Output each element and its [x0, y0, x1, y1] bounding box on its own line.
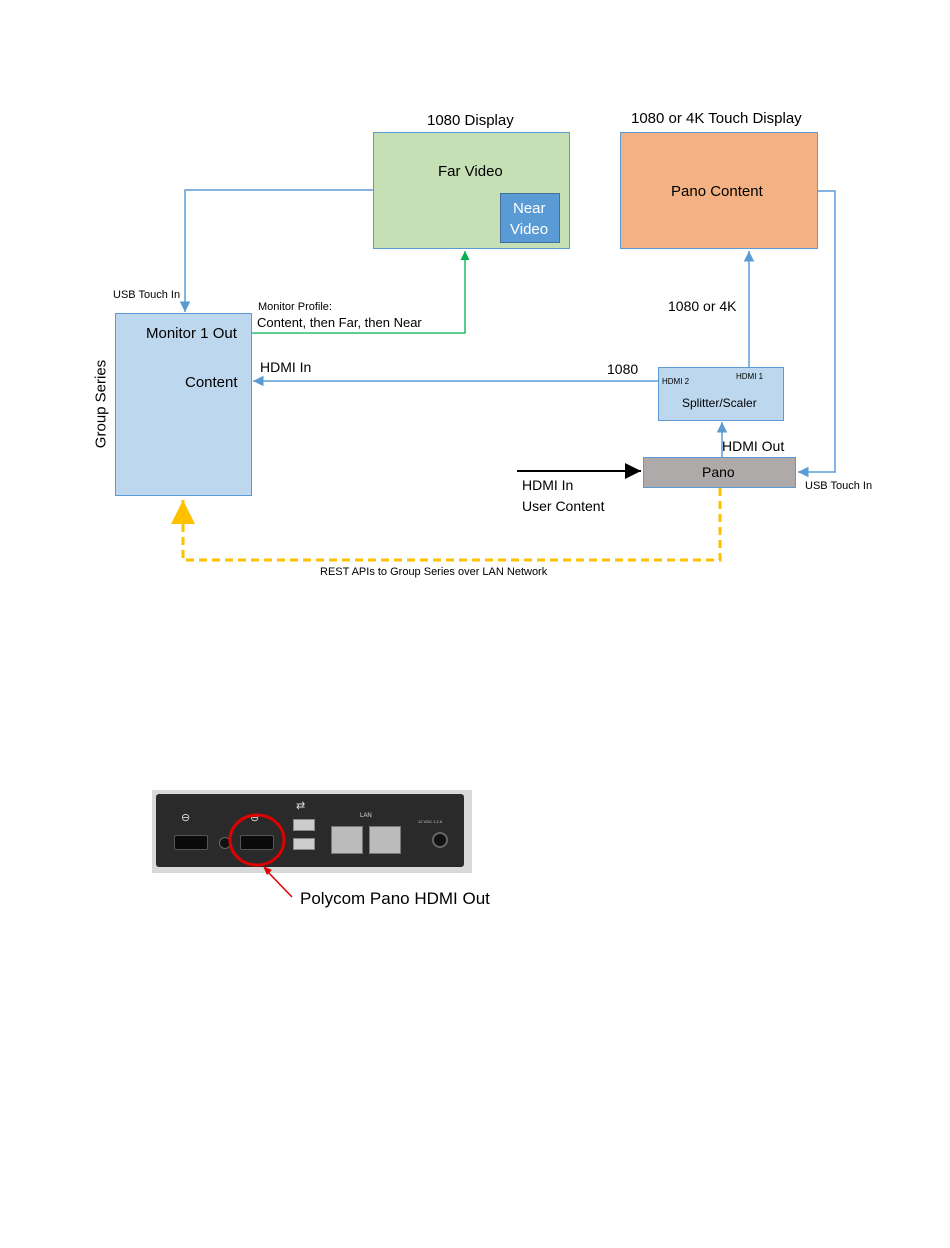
near-video-inset: Near Video: [500, 193, 560, 243]
usb-touch-in-left-label: USB Touch In: [113, 289, 181, 301]
callout-arrowhead: [263, 866, 272, 875]
splitter-label: Splitter/Scaler: [682, 396, 757, 410]
power-port: [432, 832, 448, 848]
hdmi-in-icon: ⊖: [181, 812, 191, 824]
hdmi1-port-label: HDMI 1: [736, 372, 764, 381]
monitor-profile-title: Monitor Profile:: [258, 301, 332, 313]
hdmi-out-icon: ⊖: [250, 812, 260, 824]
pano-hdmi-out-callout-label: Polycom Pano HDMI Out: [300, 889, 490, 908]
pano-label: Pano: [702, 464, 735, 480]
usb-touch-left-connector: [179, 189, 373, 312]
lan-port-1: [331, 826, 363, 854]
panel-body: LAN 12 VDC 1.2 A ⊖ ⊖ ⇄: [156, 794, 464, 867]
usb-port-2: [293, 838, 315, 850]
pano-content-display: Pano Content: [620, 132, 818, 249]
monitor-out-connector: [252, 251, 470, 334]
near-video-label-line1: Near: [513, 200, 546, 217]
pano-box: Pano: [643, 457, 796, 488]
hdmi-in-label: HDMI In: [260, 359, 312, 375]
far-video-label: Far Video: [438, 163, 503, 180]
usb-port-1: [293, 819, 315, 831]
lan-label: LAN: [360, 813, 372, 819]
group-series-box: Monitor 1 Out Content: [115, 313, 252, 496]
monitor-1-out-label: Monitor 1 Out: [146, 325, 237, 342]
res-1080-4k-label: 1080 or 4K: [668, 298, 737, 314]
usb-touch-right-connector: [798, 190, 836, 478]
hdmi-in-port: [174, 835, 208, 850]
display1-title: 1080 Display: [427, 112, 514, 129]
usb-icon: ⇄: [296, 800, 306, 812]
hdmi2-port-label: HDMI 2: [662, 377, 690, 386]
splitter-scaler-box: HDMI 2 HDMI 1 Splitter/Scaler: [658, 367, 784, 421]
user-content-label-line1: HDMI In: [522, 477, 574, 493]
power-rating-label: 12 VDC 1.2 A: [418, 819, 443, 824]
hdmi-out-callout-circle: [228, 813, 286, 867]
pano-content-label: Pano Content: [671, 183, 763, 200]
res-1080-label: 1080: [607, 361, 639, 377]
monitor-profile-value: Content, then Far, then Near: [257, 315, 422, 330]
pano-back-panel-photo: LAN 12 VDC 1.2 A ⊖ ⊖ ⇄: [152, 790, 472, 873]
hdmi-out-label: HDMI Out: [722, 438, 785, 454]
far-video-display: Far Video Near Video: [373, 132, 570, 249]
display2-title: 1080 or 4K Touch Display: [631, 110, 802, 127]
near-video-label-line2: Video: [510, 221, 549, 238]
lan-port-2: [369, 826, 401, 854]
rest-api-label: REST APIs to Group Series over LAN Netwo…: [320, 566, 548, 578]
user-content-label-line2: User Content: [522, 498, 605, 514]
content-label: Content: [185, 374, 238, 391]
usb-touch-in-right-label: USB Touch In: [805, 480, 873, 492]
callout-pointer: [265, 869, 293, 898]
rest-api-connector: [171, 488, 722, 562]
hdmi-out-port: [240, 835, 274, 850]
